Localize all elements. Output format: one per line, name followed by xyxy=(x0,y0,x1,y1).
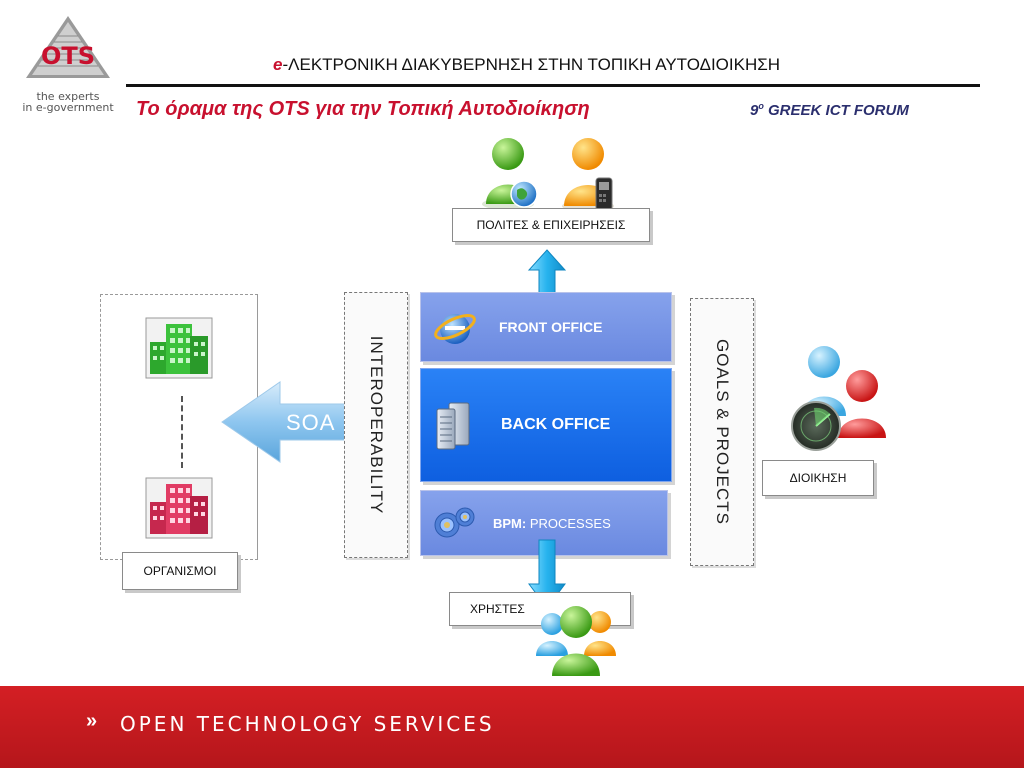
forum-label: 9o GREEK ICT FORUM xyxy=(750,101,909,119)
goals-projects-label: GOALS & PROJECTS xyxy=(713,338,732,526)
footer-chevron-icon: » xyxy=(86,710,98,732)
interoperability-label: INTEROPERABILITY xyxy=(367,335,386,515)
bpm-label: BPM: PROCESSES xyxy=(493,516,611,531)
front-office-block: FRONT OFFICE xyxy=(420,292,672,362)
forum-number: 9 xyxy=(750,102,759,119)
title-divider xyxy=(126,84,980,87)
logo-tagline-2: in e-government xyxy=(22,101,114,114)
soa-label: SOA xyxy=(286,410,336,435)
main-title-rest: -ΛΕΚΤΡΟΝΙΚΗ ΔΙΑΚΥΒΕΡΝΗΣΗ ΣΤΗΝ ΤΟΠΙΚΗ ΑΥΤ… xyxy=(282,55,781,74)
back-office-label: BACK OFFICE xyxy=(501,416,611,433)
green-building-icon xyxy=(145,317,213,379)
main-title: e-ΛΕΚΤΡΟΝΙΚΗ ΔΙΑΚΥΒΕΡΝΗΣΗ ΣΤΗΝ ΤΟΠΙΚΗ ΑΥ… xyxy=(273,55,780,75)
organizations-box: ΟΡΓΑΝΙΣΜΟΙ xyxy=(122,552,238,590)
ots-logo: OTS the experts in e-government xyxy=(18,14,118,113)
business-mobile-icon xyxy=(562,138,614,212)
forum-text: GREEK ICT FORUM xyxy=(763,102,909,119)
footer-bar xyxy=(0,686,1024,768)
bpm-prefix: BPM: xyxy=(493,515,527,531)
bpm-rest: PROCESSES xyxy=(526,515,611,531)
front-office-label: FRONT OFFICE xyxy=(499,319,603,335)
citizen-globe-icon xyxy=(482,138,538,210)
users-group-icon xyxy=(536,606,616,676)
back-office-block: BACK OFFICE xyxy=(420,368,672,482)
main-title-prefix: e xyxy=(273,55,283,74)
logo-brand: OTS xyxy=(41,42,95,70)
forum-sup: o xyxy=(758,101,764,111)
citizens-businesses-box: ΠΟΛΙΤΕΣ & ΕΠΙΧΕΙΡΗΣΕΙΣ xyxy=(452,208,650,242)
red-building-icon xyxy=(145,477,213,539)
management-group-icon xyxy=(791,346,886,451)
logo-tagline-1: the experts xyxy=(36,90,100,103)
server-icon xyxy=(436,402,470,450)
management-box: ΔΙΟΙΚΗΣΗ xyxy=(762,460,874,496)
organizations-connector xyxy=(181,396,183,468)
footer-company-name: OPEN TECHNOLOGY SERVICES xyxy=(120,712,495,736)
gears-icon xyxy=(434,507,475,538)
page-subtitle: Το όραμα της OTS για την Τοπική Αυτοδιοί… xyxy=(136,98,590,120)
interoperability-panel: INTEROPERABILITY xyxy=(344,292,408,558)
users-label: ΧΡΗΣΤΕΣ xyxy=(470,602,525,616)
goals-projects-panel: GOALS & PROJECTS xyxy=(690,298,754,566)
ots-logo-icon: OTS xyxy=(26,16,110,78)
internet-explorer-icon xyxy=(434,314,476,344)
